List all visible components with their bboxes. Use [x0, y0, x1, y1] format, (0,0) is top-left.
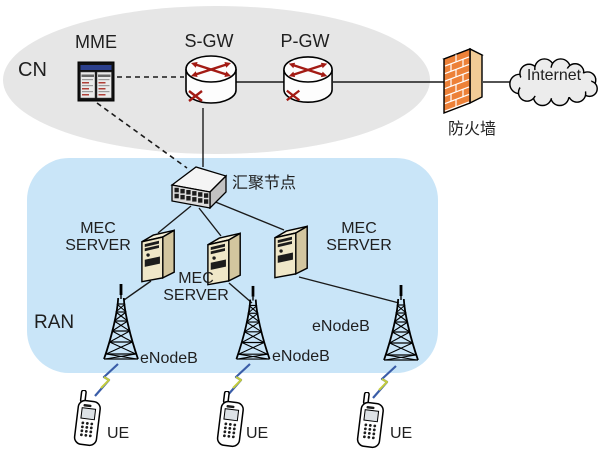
ue-label-2: UE [246, 425, 269, 442]
link-aggregation-server2 [198, 207, 222, 237]
aggregation-switch-icon [170, 166, 228, 209]
enodeb-tower-icon-2 [235, 285, 271, 360]
mec-server-label-3-line2: SERVER [326, 236, 392, 254]
mec-server-label-1-line1: MEC [80, 220, 116, 237]
firewall-label: 防火墙 [447, 121, 496, 138]
mme-label: MME [75, 32, 117, 52]
wireless-link-icon-2 [226, 363, 251, 397]
link-server3-enodeb3 [298, 276, 400, 304]
enodeb-tower-icon-3 [383, 285, 419, 361]
mec-server-icon-1 [141, 229, 175, 283]
ue-label-1: UE [107, 425, 130, 442]
internet-cloud-icon [509, 58, 598, 107]
wireless-link-icon-1 [94, 363, 119, 397]
mec-server-label-1-line2: SERVER [65, 236, 131, 254]
internet-label: Internet [526, 67, 582, 84]
enodeb-label-2: eNodeB [272, 348, 330, 365]
sgw-label: S-GW [184, 31, 234, 51]
ran-region-label: RAN [34, 312, 75, 333]
mec-server-label-3-line1: MEC [341, 220, 377, 237]
link-aggregation-server3 [212, 200, 285, 231]
aggregation-label: 汇聚节点 [232, 175, 297, 192]
sgw-router-icon [185, 55, 237, 104]
mme-server-icon [77, 61, 115, 102]
enodeb-label-3: eNodeB [312, 318, 370, 335]
mec-server-label-3: MEC SERVER [320, 220, 398, 255]
wireless-link-icon-3 [372, 365, 397, 399]
cn-region-label: CN [18, 59, 47, 81]
link-mme-aggregation [96, 102, 188, 169]
mec-server-icon-3 [274, 225, 308, 279]
pgw-router-icon [283, 56, 333, 103]
ue-phone-icon-1 [73, 390, 101, 447]
mec-server-label-2-line1: MEC [178, 270, 214, 287]
enodeb-tower-icon-1 [103, 284, 139, 360]
firewall-icon [442, 47, 484, 115]
link-server1-enodeb1 [123, 280, 152, 301]
ue-label-3: UE [390, 425, 413, 442]
ue-phone-icon-2 [216, 391, 244, 448]
mec-server-label-2-line2: SERVER [163, 286, 229, 304]
pgw-label: P-GW [280, 31, 330, 51]
enodeb-label-1: eNodeB [140, 350, 198, 367]
link-server2-enodeb2 [228, 282, 253, 304]
ue-phone-icon-3 [356, 392, 384, 449]
mec-server-icon-2 [207, 232, 241, 286]
mec-server-label-2: MEC SERVER [158, 270, 234, 305]
mec-server-label-1: MEC SERVER [60, 220, 136, 255]
link-aggregation-server1 [157, 205, 192, 234]
